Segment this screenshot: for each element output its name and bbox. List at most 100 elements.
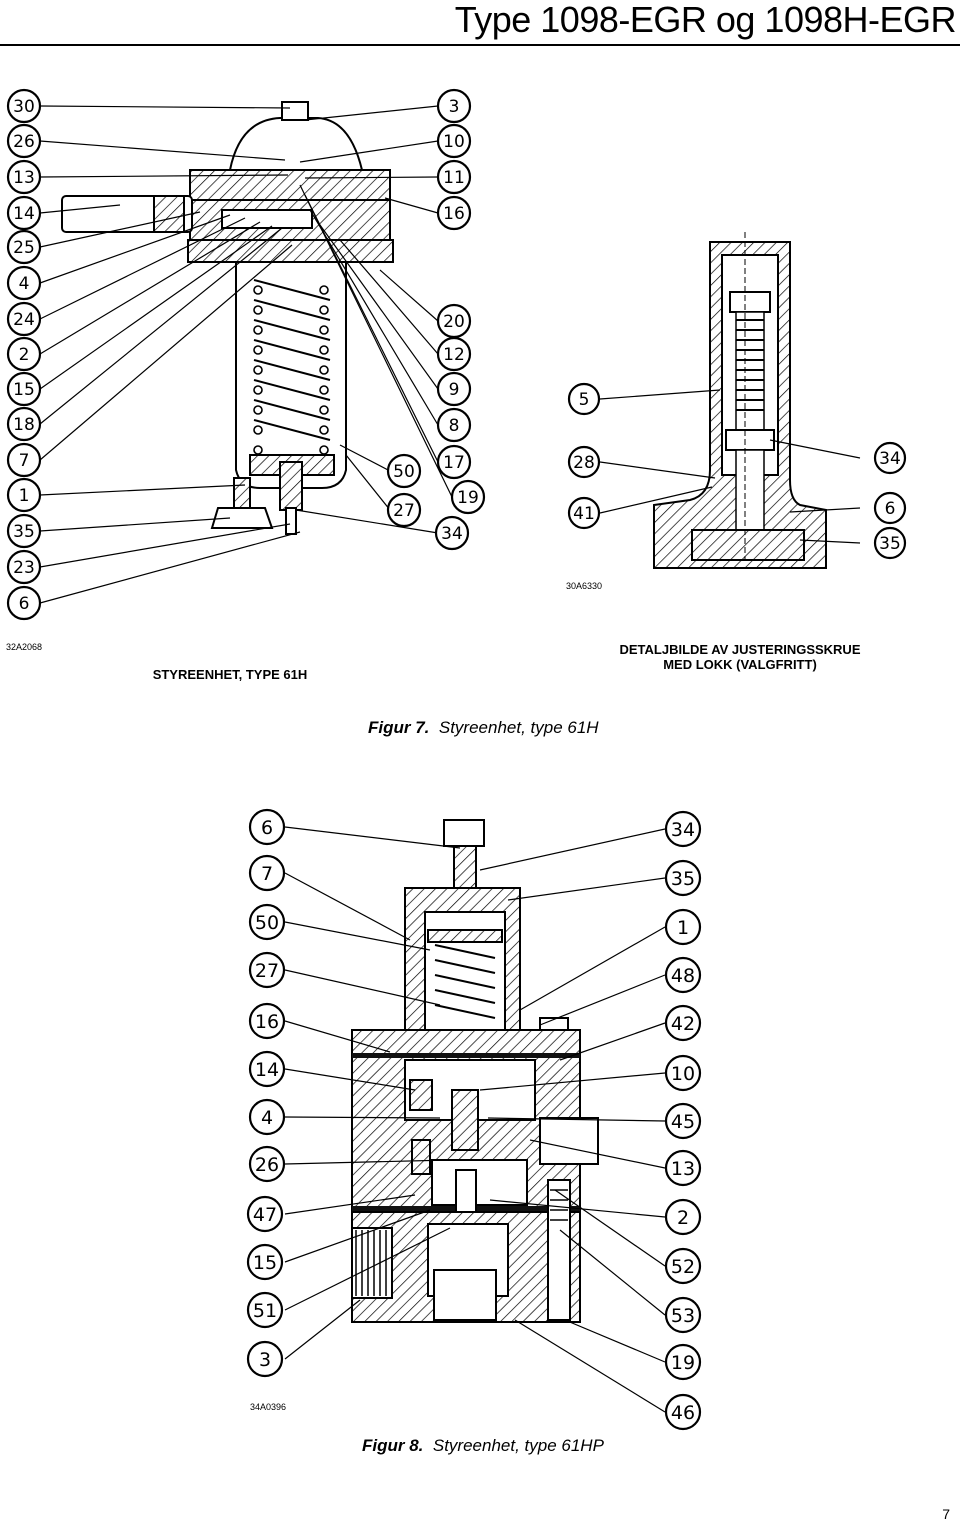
callout-number: 34 bbox=[879, 449, 901, 469]
callout-number: 26 bbox=[13, 132, 35, 152]
callout-circle bbox=[567, 382, 601, 416]
figure8-title: Styreenhet, type 61HP bbox=[432, 1436, 604, 1455]
callout-circle bbox=[248, 808, 286, 846]
callout-number: 3 bbox=[449, 97, 460, 117]
callout-circle bbox=[6, 336, 42, 372]
callout-number: 35 bbox=[13, 522, 35, 542]
callout-number: 50 bbox=[393, 462, 415, 482]
callout-circle bbox=[664, 1149, 702, 1187]
figure7-caption-right: DETALJBILDE AV JUSTERINGSSKRUE MED LOKK … bbox=[590, 642, 890, 672]
callout-number: 1 bbox=[677, 917, 689, 939]
callout-number: 30 bbox=[13, 97, 35, 117]
callout-number: 6 bbox=[261, 817, 273, 839]
figure8-caption: Figur 8. Styreenhet, type 61HP bbox=[362, 1436, 604, 1456]
callout-number: 42 bbox=[671, 1013, 695, 1035]
callout-number: 14 bbox=[13, 204, 35, 224]
callout-number: 46 bbox=[671, 1402, 695, 1424]
callout-circle bbox=[248, 951, 286, 989]
callout-circle bbox=[248, 1002, 286, 1040]
callout-circle bbox=[6, 585, 42, 621]
callout-circle bbox=[664, 908, 702, 946]
callout-number: 35 bbox=[879, 534, 901, 554]
callout-number: 7 bbox=[261, 863, 273, 885]
callout-number: 27 bbox=[393, 501, 415, 521]
callout-number: 17 bbox=[443, 453, 465, 473]
figure7-drawing-code-right: 30A6330 bbox=[566, 581, 603, 591]
figure7-drawing-code-left: 32A2068 bbox=[6, 642, 43, 652]
callout-circle bbox=[436, 336, 472, 372]
page-number: 7 bbox=[942, 1506, 950, 1522]
callout-number: 27 bbox=[255, 960, 279, 982]
callout-circle bbox=[567, 445, 601, 479]
callout-number: 3 bbox=[259, 1349, 271, 1371]
callout-circle bbox=[434, 515, 470, 551]
callout-number: 26 bbox=[255, 1154, 279, 1176]
callout-number: 41 bbox=[573, 504, 595, 524]
figure7-caption-left: STYREENHET, TYPE 61H bbox=[152, 667, 308, 682]
callout-circle bbox=[664, 810, 702, 848]
figure7-mid-callouts: 50 27 bbox=[339, 444, 422, 528]
callout-circle bbox=[436, 407, 472, 443]
callout-number: 10 bbox=[443, 132, 465, 152]
callout-number: 2 bbox=[677, 1207, 689, 1229]
callout-number: 15 bbox=[13, 380, 35, 400]
callout-circle bbox=[664, 956, 702, 994]
callout-circle bbox=[6, 195, 42, 231]
callout-circle bbox=[386, 492, 422, 528]
callout-number: 16 bbox=[443, 204, 465, 224]
page-title: Type 1098-EGR og 1098H-EGR bbox=[454, 0, 957, 40]
callout-circle bbox=[664, 1198, 702, 1236]
callout-number: 53 bbox=[671, 1305, 695, 1327]
callout-number: 12 bbox=[443, 345, 465, 365]
callout-number: 34 bbox=[671, 819, 695, 841]
callout-number: 6 bbox=[885, 499, 896, 519]
callout-circle bbox=[6, 477, 42, 513]
callout-circle bbox=[873, 441, 907, 475]
callout-circle bbox=[664, 859, 702, 897]
callout-number: 19 bbox=[457, 488, 479, 508]
callout-circle bbox=[436, 371, 472, 407]
callout-number: 18 bbox=[13, 415, 35, 435]
callout-circle bbox=[248, 1050, 286, 1088]
callout-circle bbox=[664, 1004, 702, 1042]
callout-number: 7 bbox=[19, 451, 30, 471]
callout-number: 8 bbox=[449, 416, 460, 436]
callout-circle bbox=[386, 453, 422, 489]
callout-number: 34 bbox=[441, 524, 463, 544]
callout-circle bbox=[450, 479, 486, 515]
callout-circle bbox=[248, 854, 286, 892]
callout-number: 23 bbox=[13, 558, 35, 578]
callout-circle bbox=[6, 229, 42, 265]
figure8-main-drawing bbox=[351, 819, 599, 1323]
callout-number: 25 bbox=[13, 238, 35, 258]
callout-circle bbox=[436, 123, 472, 159]
callout-number: 10 bbox=[671, 1063, 695, 1085]
callout-circle bbox=[246, 1195, 284, 1233]
callout-circle bbox=[6, 442, 42, 478]
callout-number: 24 bbox=[13, 310, 35, 330]
callout-number: 9 bbox=[449, 380, 460, 400]
callout-circle bbox=[6, 88, 42, 124]
callout-number: 28 bbox=[573, 453, 595, 473]
callout-circle bbox=[246, 1243, 284, 1281]
callout-circle bbox=[6, 301, 42, 337]
figure8-leaders bbox=[284, 826, 666, 1413]
figure7-caption: Figur 7. Styreenhet, type 61H bbox=[368, 718, 599, 738]
callout-circle bbox=[567, 496, 601, 530]
callout-circle bbox=[436, 88, 472, 124]
callout-circle bbox=[6, 123, 42, 159]
figure8-drawing-code: 34A0396 bbox=[250, 1402, 287, 1412]
callout-circle bbox=[664, 1054, 702, 1092]
figure7-main-drawing bbox=[61, 101, 394, 535]
callout-circle bbox=[6, 371, 42, 407]
callout-number: 51 bbox=[253, 1300, 277, 1322]
callout-circle bbox=[6, 159, 42, 195]
callout-circle bbox=[246, 1291, 284, 1329]
figure7-title: Styreenhet, type 61H bbox=[438, 718, 599, 737]
callout-number: 6 bbox=[19, 594, 30, 614]
callout-number: 45 bbox=[671, 1111, 695, 1133]
callout-circle bbox=[664, 1343, 702, 1381]
